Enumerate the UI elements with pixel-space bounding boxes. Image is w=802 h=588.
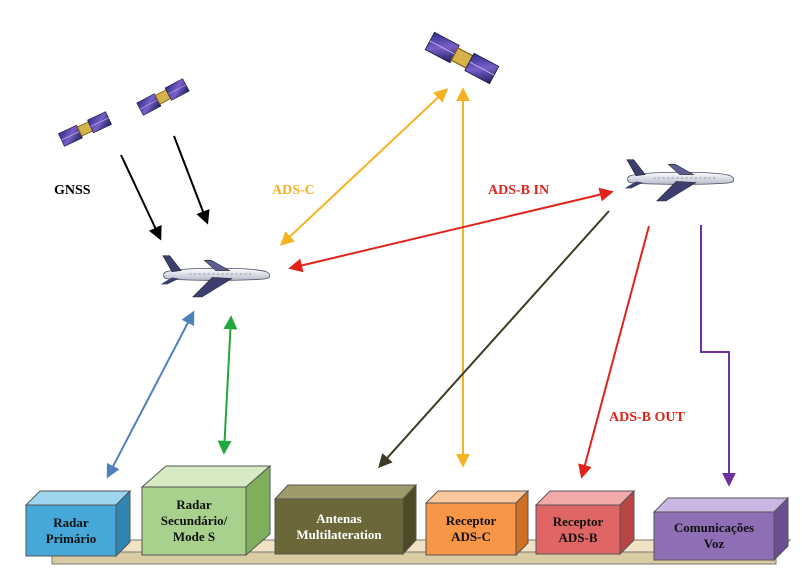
box-radar-secundario — [140, 464, 272, 557]
aircraft-icon — [623, 159, 735, 202]
multilateration-arrow — [378, 210, 610, 469]
primary-radar-link — [106, 310, 195, 479]
box-radar-primario — [24, 489, 132, 558]
gnss-arrow — [173, 135, 210, 225]
ads-b-out-label: ADS-B OUT — [609, 410, 685, 425]
ads-c-label: ADS-C — [272, 183, 315, 198]
box-receptor-ads-b — [534, 489, 636, 556]
gnss-label: GNSS — [54, 183, 91, 198]
box-comunicacoes-voz — [652, 496, 790, 562]
box-receptor-ads-c — [424, 489, 530, 557]
box-antenas — [273, 483, 418, 556]
gnss-arrow — [120, 154, 162, 241]
ads-b-in-label: ADS-B IN — [488, 183, 550, 198]
aircraft-icon — [159, 255, 271, 298]
voice-communication-arrow — [700, 225, 736, 487]
satellite-icon — [136, 78, 190, 116]
ads-b-in-link — [288, 187, 614, 273]
ads-c-link-aircraft — [279, 88, 449, 246]
satellite-icon — [58, 111, 112, 147]
ads-b-out-arrow — [578, 225, 650, 479]
secondary-radar-link — [217, 315, 238, 455]
satellite-icon — [424, 31, 500, 85]
